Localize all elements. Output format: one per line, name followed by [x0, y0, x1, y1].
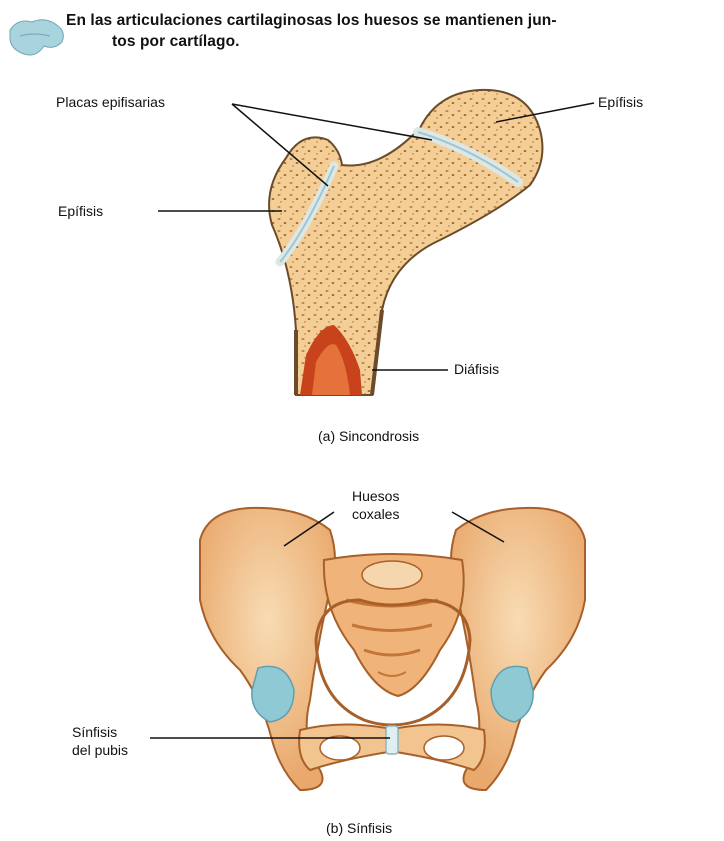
label-epiphyseal-plates: Placas epifisarias — [56, 93, 165, 111]
label-epiphysis-right: Epífisis — [598, 93, 643, 111]
caption-figure-b: (b) Sínfisis — [326, 820, 392, 836]
label-diaphysis: Diáfisis — [454, 360, 499, 378]
pelvis-illustration — [200, 508, 585, 790]
caption-figure-a: (a) Sincondrosis — [318, 428, 419, 444]
label-hip-bones-line-2: coxales — [352, 505, 399, 523]
label-pubic-symphysis-line-2: del pubis — [72, 741, 128, 759]
label-hip-bones-line-1: Huesos — [352, 487, 399, 505]
label-epiphysis-left: Epífisis — [58, 202, 103, 220]
bone-section-icon — [10, 20, 63, 55]
label-pubic-symphysis-line-1: Sínfisis — [72, 723, 117, 741]
